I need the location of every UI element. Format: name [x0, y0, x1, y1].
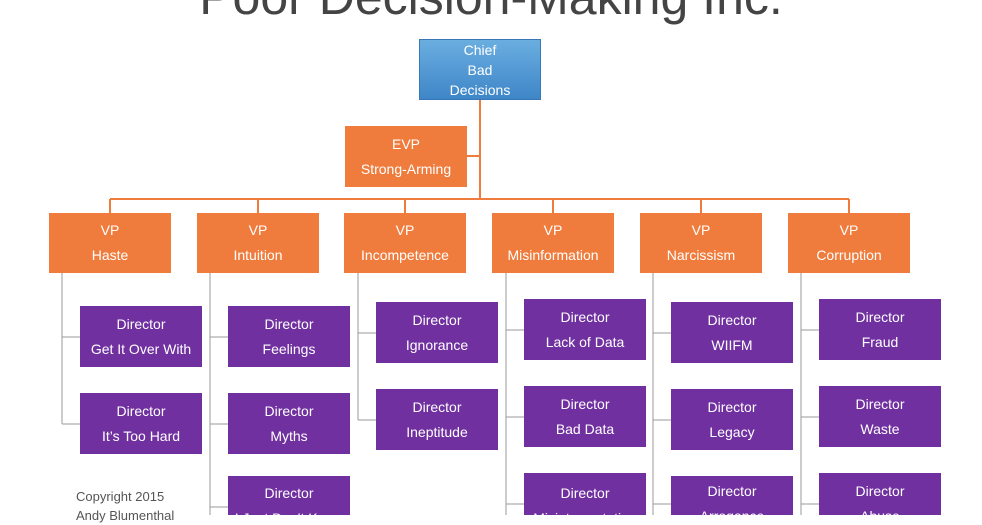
director-title: Director [855, 395, 905, 412]
vp-area: Misinformation [507, 247, 599, 263]
vp-area: Haste [91, 247, 129, 263]
director-box: Director Get It Over With [80, 306, 202, 367]
director-title: Director [855, 308, 905, 325]
director-title: Director [264, 315, 314, 332]
chief-title: Chief [463, 41, 497, 58]
director-title: Director [412, 398, 462, 415]
director-title: Director [264, 402, 314, 419]
director-title: Director [855, 483, 905, 499]
director-area: Fraud [861, 333, 899, 350]
evp-box: EVP Strong-Arming [345, 126, 467, 187]
director-area: WIIFM [711, 336, 753, 353]
director-area: Myths [270, 427, 308, 444]
vp-haste-box: VP Haste [49, 213, 171, 273]
director-area: Ineptitude [406, 423, 468, 440]
vp-title: VP [543, 222, 563, 238]
vp-corruption-box: VP Corruption [788, 213, 910, 273]
director-title: Director [707, 398, 757, 415]
orange-connectors [109, 100, 850, 213]
director-area: It’s Too Hard [101, 427, 181, 444]
director-box: Director I Just Don't Know [228, 476, 350, 515]
director-title: Director [560, 485, 610, 501]
director-area: I Just Don't Know [235, 506, 344, 515]
vp-area: Corruption [816, 247, 882, 263]
director-box: Director Misinterpretation [524, 473, 646, 515]
director-area: Arrogance [700, 504, 765, 515]
director-box: Director Legacy [671, 389, 793, 450]
vp-title: VP [691, 222, 711, 238]
director-box: Director Feelings [228, 306, 350, 367]
chief-area: Decisions [449, 81, 511, 98]
chief-subtitle: Bad [467, 61, 493, 78]
vp-narcissism-box: VP Narcissism [640, 213, 762, 273]
director-title: Director [412, 311, 462, 328]
chart-title: Poor Decision-Making Inc. [0, 0, 982, 26]
director-title: Director [264, 485, 314, 501]
director-box: Director Bad Data [524, 386, 646, 447]
vp-title: VP [395, 222, 415, 238]
director-area: Ignorance [405, 336, 469, 353]
director-area: Get It Over With [90, 340, 192, 357]
vp-area: Narcissism [666, 247, 736, 263]
director-box: Director Ignorance [376, 302, 498, 363]
director-box: Director Myths [228, 393, 350, 454]
director-title: Director [707, 311, 757, 328]
director-area: Bad Data [555, 420, 615, 437]
director-box: Director Arrogance [671, 476, 793, 515]
vp-title: VP [839, 222, 859, 238]
director-area: Legacy [709, 423, 755, 440]
director-box: Director Lack of Data [524, 299, 646, 360]
director-area: Misinterpretation [533, 506, 637, 515]
director-box: Director WIIFM [671, 302, 793, 363]
chief-box: Chief Bad Decisions [419, 39, 541, 100]
vp-intuition-box: VP Intuition [197, 213, 319, 273]
vp-misinformation-box: VP Misinformation [492, 213, 614, 273]
director-box: Director Waste [819, 386, 941, 447]
director-title: Director [116, 402, 166, 419]
evp-area: Strong-Arming [360, 160, 452, 177]
director-title: Director [560, 395, 610, 412]
evp-title: EVP [391, 135, 420, 152]
director-title: Director [707, 483, 757, 499]
vp-title: VP [100, 222, 120, 238]
copyright-notice: Copyright 2015 Andy Blumenthal [76, 487, 174, 525]
director-title: Director [116, 315, 166, 332]
director-area: Feelings [262, 340, 316, 357]
vp-area: Incompetence [361, 247, 449, 263]
director-area: Abuse [860, 504, 900, 515]
director-area: Lack of Data [545, 333, 625, 350]
director-box: Director Abuse [819, 473, 941, 515]
director-box: Director It’s Too Hard [80, 393, 202, 454]
director-title: Director [560, 308, 610, 325]
vp-incompetence-box: VP Incompetence [344, 213, 466, 273]
copyright-line: Copyright 2015 [76, 489, 165, 504]
vp-area: Intuition [233, 247, 283, 263]
copyright-author: Andy Blumenthal [76, 508, 175, 523]
director-box: Director Ineptitude [376, 389, 498, 450]
vp-title: VP [248, 222, 268, 238]
director-area: Waste [860, 420, 900, 437]
director-box: Director Fraud [819, 299, 941, 360]
gray-connectors [61, 273, 819, 515]
